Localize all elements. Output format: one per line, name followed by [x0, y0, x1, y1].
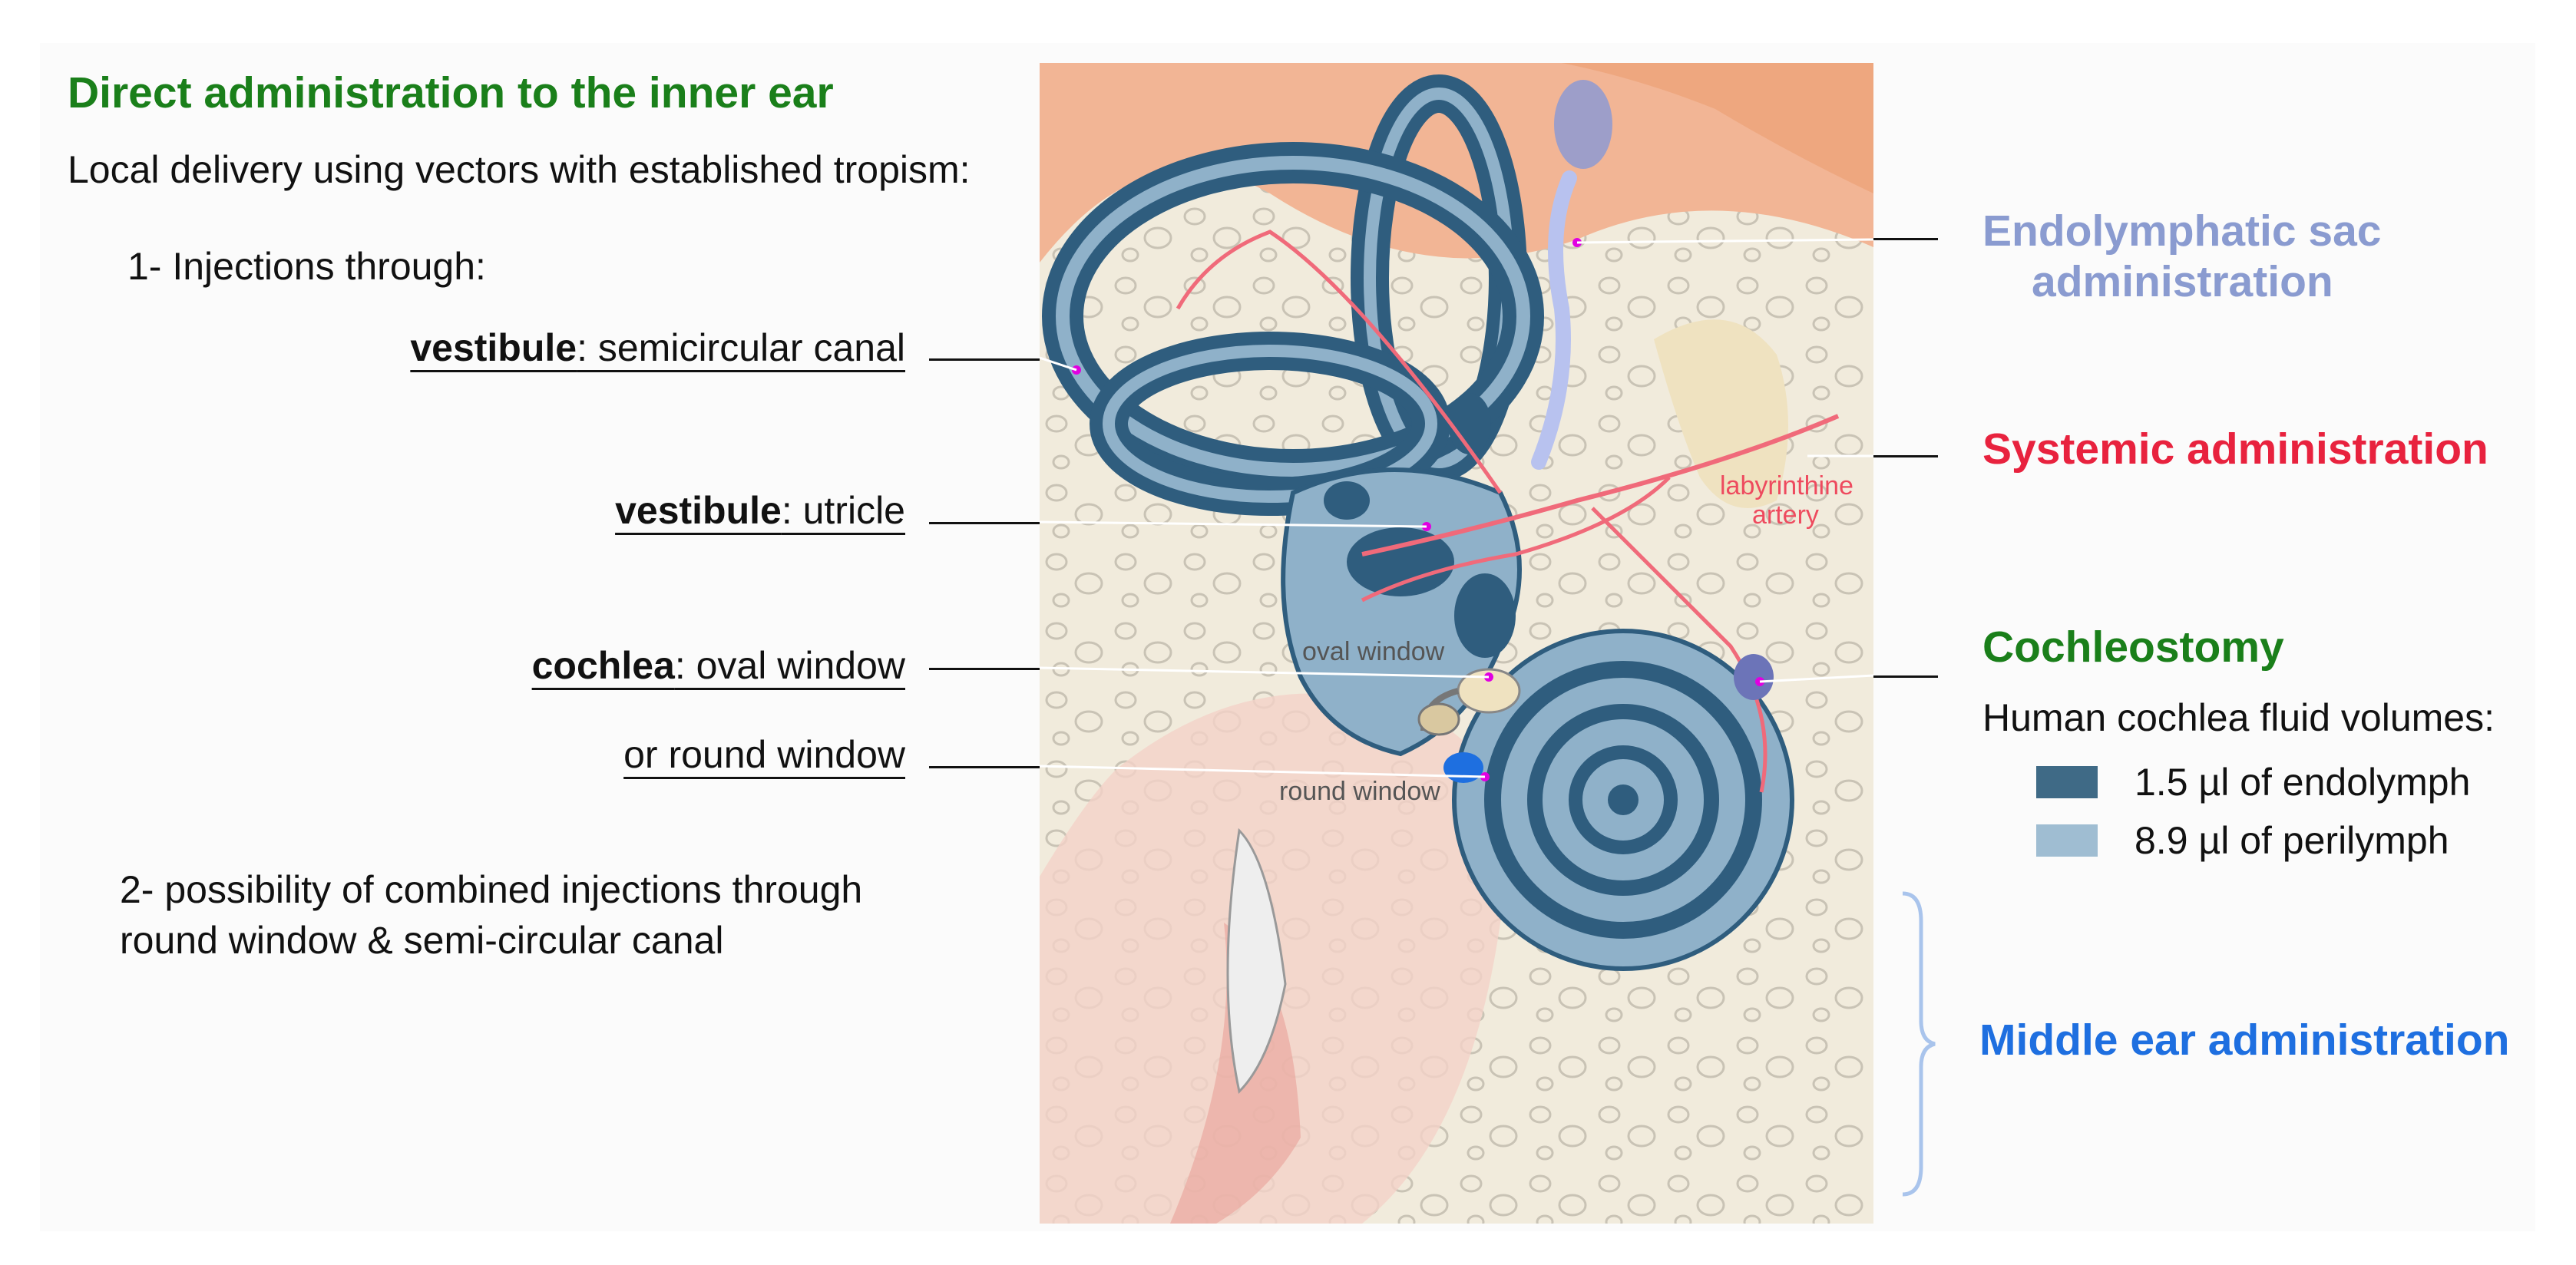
guide-line: [1040, 666, 1490, 679]
round-window: [1443, 752, 1483, 783]
site-detail: : oval window: [674, 644, 905, 687]
endolymphatic-duct: [1531, 170, 1577, 470]
combined-line-1: 2- possibility of combined injections th…: [120, 868, 863, 911]
ear-canal-bone: [1654, 319, 1788, 508]
leader-line: [929, 522, 1041, 524]
cochlear-turn: [1569, 745, 1678, 854]
cochlear-turn: [1527, 704, 1719, 896]
artery-branch: [1176, 230, 1503, 494]
injections-heading: 1- Injections through:: [127, 245, 486, 288]
site-semicircular-canal: vestibule: semicircular canal: [410, 325, 905, 370]
systemic-title: Systemic administration: [1982, 424, 2488, 474]
endolymphatic-sac: [1554, 80, 1612, 169]
utricle: [1347, 527, 1454, 596]
endolymph-swatch: [2036, 766, 2098, 798]
cochlear-apex: [1608, 784, 1639, 815]
site-round-window: or round window: [623, 732, 905, 777]
oval-window-label: oval window: [1302, 637, 1445, 666]
inner-ear-illustration: oval window round window labyrinthine ar…: [1040, 63, 1873, 1224]
round-window-label: round window: [1279, 777, 1440, 806]
site-detail: : semicircular canal: [577, 326, 905, 369]
artery-branch: [1591, 507, 1767, 793]
site-organ: vestibule: [615, 489, 782, 532]
artery-label-line1: labyrinthine: [1720, 471, 1853, 500]
ampulla: [1448, 393, 1491, 454]
perilymph-label: 8.9 µl of perilymph: [2135, 819, 2449, 862]
guide-line: [1759, 674, 1873, 683]
leader-line: [929, 668, 1041, 670]
site-detail: or round window: [623, 733, 905, 776]
site-detail: : utricle: [781, 489, 905, 532]
endolymphatic-title-line1: Endolymphatic sac: [1982, 206, 2382, 256]
perilymph-swatch: [2036, 824, 2098, 857]
incus: [1417, 702, 1460, 736]
artery-branch: [1361, 476, 1671, 603]
middle-ear-title: Middle ear administration: [1979, 1016, 2510, 1065]
dura-tissue: [1040, 63, 1873, 263]
guide-line: [1040, 356, 1077, 372]
posterior-canal-lumen: [1056, 156, 1530, 477]
site-organ: vestibule: [410, 326, 577, 369]
fluid-volumes-title: Human cochlea fluid volumes:: [1982, 696, 2495, 739]
endolymphatic-title-line2: administration: [2032, 257, 2333, 306]
endolymph-label: 1.5 µl of endolymph: [2135, 761, 2471, 804]
leader-line: [929, 358, 1041, 361]
leader-line: [1873, 238, 1938, 240]
site-oval-window: cochlea: oval window: [532, 643, 905, 688]
cochlear-turn: [1484, 661, 1762, 939]
tympanic-membrane: [1226, 827, 1287, 1095]
leader-line: [1873, 675, 1938, 678]
leader-line: [929, 766, 1041, 768]
site-organ: cochlea: [531, 644, 675, 687]
labyrinthine-artery: [1361, 414, 1840, 557]
leader-line: [1873, 455, 1938, 457]
lateral-canal-lumen: [1103, 345, 1437, 503]
dura-tissue-fold: [1562, 63, 1873, 193]
site-utricle: vestibule: utricle: [615, 488, 905, 533]
cochleostomy-title: Cochleostomy: [1982, 623, 2284, 672]
ampulla: [1324, 481, 1370, 520]
guide-line: [1040, 520, 1427, 528]
subtitle: Local delivery using vectors with establ…: [68, 148, 971, 191]
artery-label-line2: artery: [1752, 500, 1819, 530]
main-title: Direct administration to the inner ear: [68, 68, 834, 117]
middle-ear-brace: [1902, 891, 1936, 1197]
cochleostomy-site: [1734, 654, 1774, 700]
guide-line: [1040, 765, 1486, 778]
saccule: [1454, 573, 1516, 658]
guide-line: [1576, 238, 1873, 244]
combined-line-2: round window & semi-circular canal: [120, 919, 724, 962]
